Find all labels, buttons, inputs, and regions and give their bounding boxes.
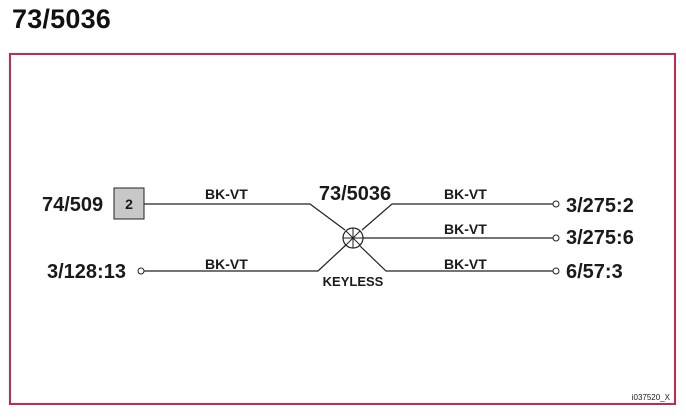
wire-left-bottom bbox=[144, 243, 348, 272]
terminal-left bbox=[137, 267, 145, 275]
terminal-right-3 bbox=[552, 267, 560, 275]
splice-sublabel: KEYLESS bbox=[323, 274, 384, 289]
wire-right-3 bbox=[359, 245, 553, 272]
terminal-label-left: 3/128:13 bbox=[47, 261, 126, 283]
wire-left-top bbox=[144, 203, 346, 231]
wire-label-left-top: BK-VT bbox=[205, 186, 248, 202]
wire-right-1 bbox=[361, 203, 553, 231]
splice-label: 73/5036 bbox=[319, 183, 391, 205]
wire-label-right-1: BK-VT bbox=[444, 186, 487, 202]
wire-label-left-bottom: BK-VT bbox=[205, 256, 248, 272]
diagram-frame bbox=[9, 53, 676, 405]
splice-symbol bbox=[342, 227, 364, 249]
terminal-right-1 bbox=[552, 200, 560, 208]
terminal-label-right-1: 3/275:2 bbox=[566, 195, 634, 217]
figure-id: i037520_X bbox=[632, 393, 671, 402]
connector-label: 74/509 bbox=[42, 194, 103, 216]
wire-label-right-3: BK-VT bbox=[444, 256, 487, 272]
connector-box bbox=[113, 187, 145, 220]
connector-pin: 2 bbox=[125, 196, 133, 212]
wire-label-right-2: BK-VT bbox=[444, 221, 487, 237]
page-title: 73/5036 bbox=[12, 4, 111, 34]
terminal-label-right-3: 6/57:3 bbox=[566, 261, 623, 283]
terminal-label-right-2: 3/275:6 bbox=[566, 227, 634, 249]
terminal-right-2 bbox=[552, 234, 560, 242]
